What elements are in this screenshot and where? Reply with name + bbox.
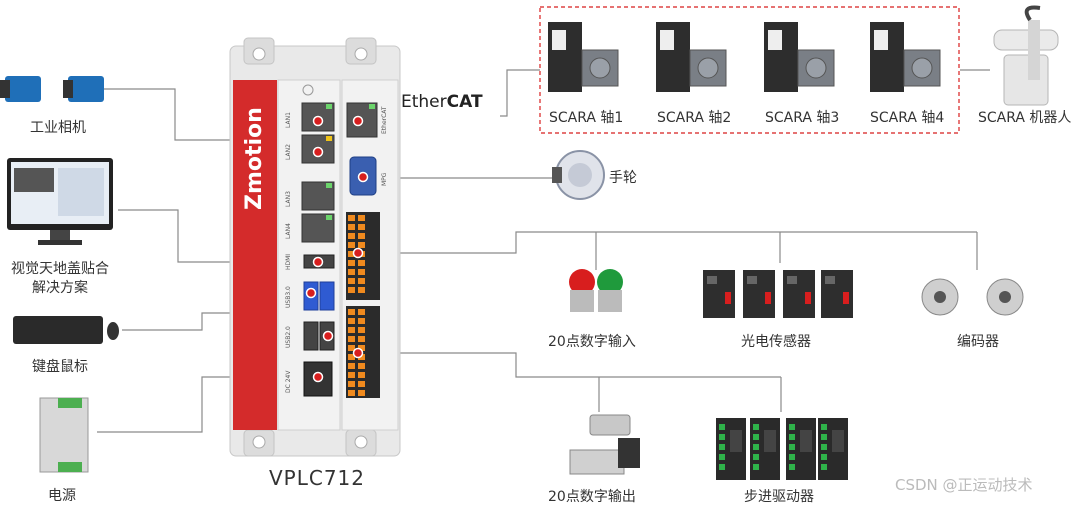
stepper-drive [716,418,746,480]
connection-lines [97,69,990,433]
scara-axis4-label: SCARA 轴4 [870,110,945,126]
handwheel-icon [552,150,605,200]
encoder-icons [921,278,1024,316]
controller-vplc712: LAN1 LAN2 LAN3 LAN4 HDMI USB3.0 USB2.0 D… [229,37,401,457]
servo-drive-icons [548,22,941,92]
monitor-icon [7,158,113,245]
camera-label: 工业相机 [30,120,86,136]
digital-input-label: 20点数字输入 [548,334,636,350]
input-bus [378,231,977,254]
photo-sensor-icons [703,270,853,318]
scara-axis3-label: SCARA 轴3 [765,110,840,126]
usb3-label: USB3.0 [285,286,292,308]
encoder-label: 编码器 [957,334,999,350]
output-bus [378,352,781,378]
ethercat-logo-suffix: CAT [446,92,483,112]
stepper-drive [750,418,780,480]
scara-axis2-label: SCARA 轴2 [657,110,732,126]
brand-logo: Zmotion [242,107,267,210]
mpg-port-label: MPG [381,172,388,186]
stepper-drive [786,418,816,480]
usb2-ports [303,321,319,351]
lan1-label: LAN1 [285,112,292,128]
lan3-label: LAN3 [285,191,292,207]
lan4-label: LAN4 [285,223,292,239]
photo-sensor [743,270,775,318]
stepper-label: 步进驱动器 [744,489,814,505]
scara-robot-label: SCARA 机器人 [978,110,1072,126]
servo-drive [870,22,941,92]
push-button-icons [569,269,623,312]
io-terminal-blocks [346,212,380,398]
ethercat-logo-prefix: Ether [401,92,447,112]
port-markers [305,115,369,383]
scara-axis1-label: SCARA 轴1 [549,110,624,126]
stepper-drive-icons [716,418,848,480]
camera-icon [0,76,104,102]
photo-sensor [783,270,815,318]
usb2-label: USB2.0 [285,326,292,348]
photo-sensor [703,270,735,318]
servo-drive [548,22,619,92]
scara-robot-icon [993,5,1059,106]
solenoid-valve-icon [569,414,640,475]
power-label: 电源 [48,488,76,504]
photo-sensor-label: 光电传感器 [741,334,811,350]
digital-output-label: 20点数字输出 [548,489,636,505]
stepper-drive [818,418,848,480]
servo-drive [764,22,835,92]
photo-sensor [821,270,853,318]
ethercat-to-drives [500,69,540,117]
hdmi-label: HDMI [285,254,292,270]
power-supply-icon [39,397,89,473]
watermark: CSDN @正运动技术 [895,476,1033,494]
ethercat-port-label: EtherCAT [381,106,388,134]
keyboard-label: 键盘鼠标 [32,359,88,375]
handwheel-label: 手轮 [609,170,637,186]
controller-model: VPLC712 [268,466,366,490]
keyboard-icon [13,316,119,344]
vision-label-line1: 视觉天地盖贴合 [11,261,109,277]
vision-label-line2: 解决方案 [32,280,88,296]
ethercat-logo: EtherCAT [401,92,483,112]
lan-ports [301,102,335,243]
dc-label: DC 24V [285,370,292,393]
lan2-label: LAN2 [285,144,292,160]
servo-drive [656,22,727,92]
